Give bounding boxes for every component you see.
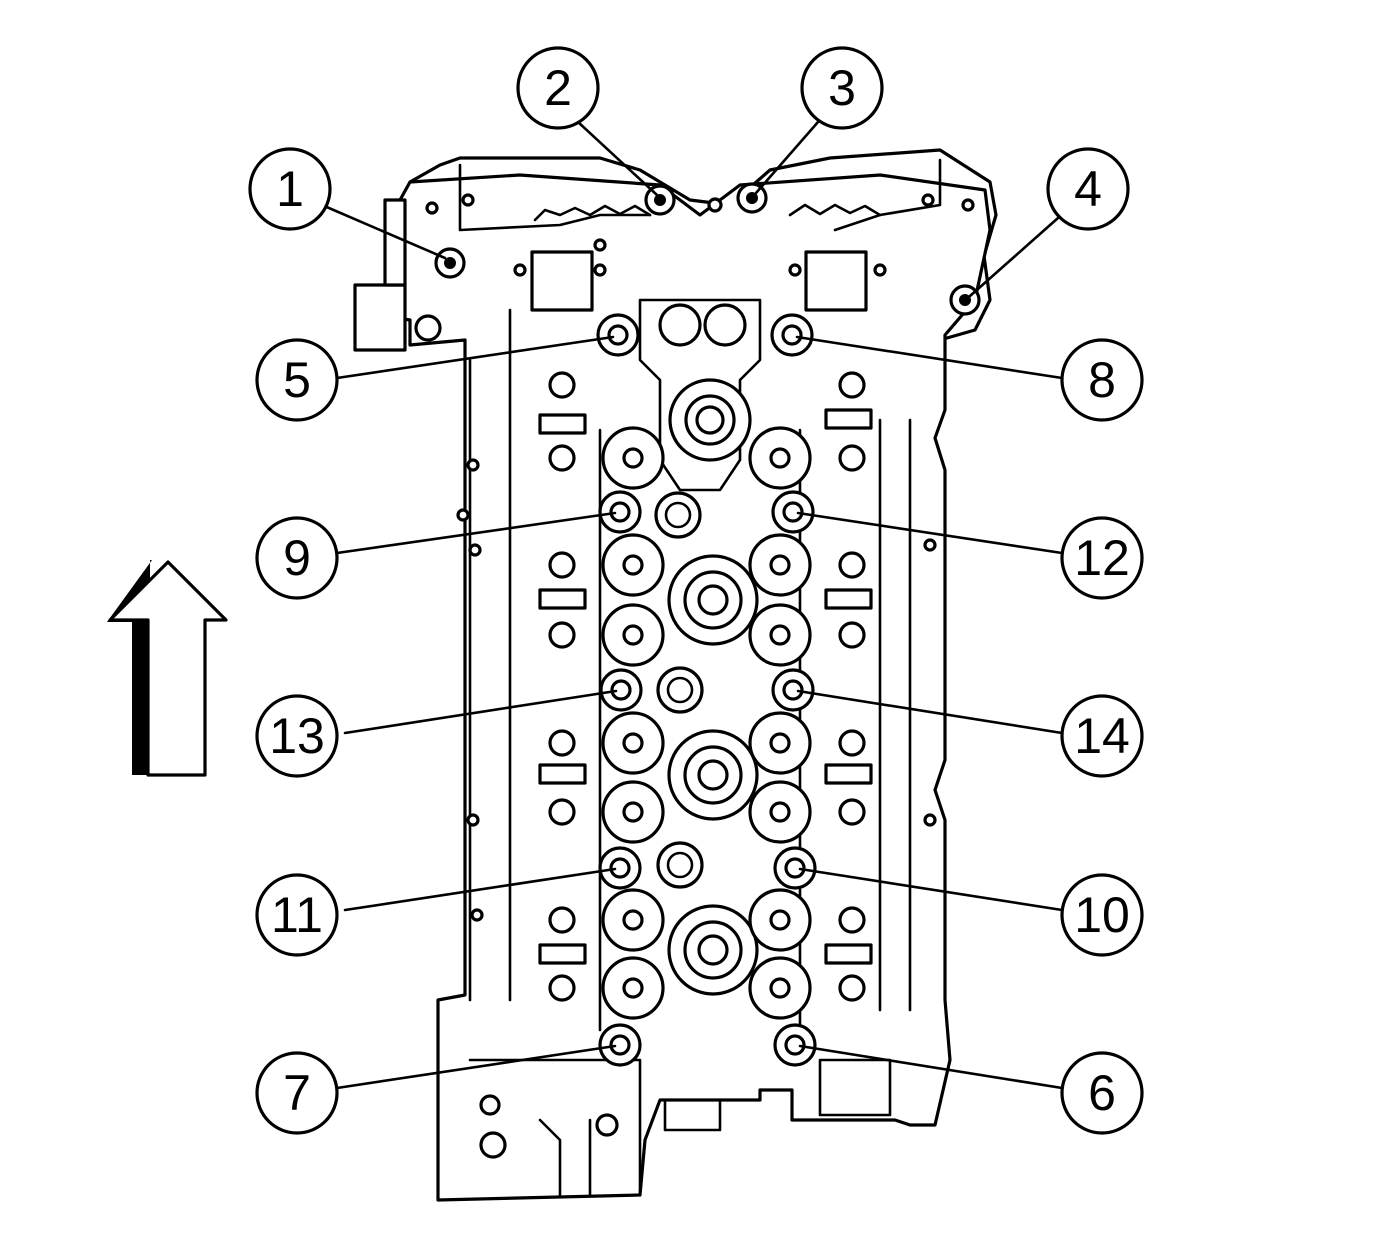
callout-12: 12 bbox=[1060, 516, 1144, 600]
callout-9: 9 bbox=[255, 516, 339, 600]
head-bolts bbox=[434, 182, 981, 1067]
callout-label: 11 bbox=[271, 887, 323, 943]
callout-label: 3 bbox=[828, 60, 856, 116]
callout-1: 1 bbox=[248, 147, 332, 231]
callout-label: 1 bbox=[276, 161, 304, 217]
callout-label: 8 bbox=[1088, 352, 1116, 408]
callout-2: 2 bbox=[516, 46, 600, 130]
callout-3: 3 bbox=[800, 46, 884, 130]
callout-6: 6 bbox=[1060, 1051, 1144, 1135]
callout-4: 4 bbox=[1046, 147, 1130, 231]
callout-11: 11 bbox=[255, 873, 339, 957]
callout-label: 5 bbox=[283, 352, 311, 408]
perimeter-holes bbox=[414, 193, 975, 1159]
callout-label: 6 bbox=[1088, 1065, 1116, 1121]
valve-bosses bbox=[601, 426, 812, 1020]
leader-lines bbox=[320, 120, 1064, 1090]
cylinder-head-drawing bbox=[353, 148, 998, 1202]
callout-7: 7 bbox=[255, 1051, 339, 1135]
callout-label: 14 bbox=[1074, 708, 1130, 764]
callout-8: 8 bbox=[1060, 338, 1144, 422]
callout-label: 10 bbox=[1074, 887, 1130, 943]
callout-label: 12 bbox=[1074, 530, 1130, 586]
callout-13: 13 bbox=[255, 694, 339, 778]
side-details bbox=[538, 371, 873, 1002]
callout-14: 14 bbox=[1060, 694, 1144, 778]
callout-5: 5 bbox=[255, 338, 339, 422]
callout-label: 13 bbox=[269, 708, 325, 764]
callout-label: 2 bbox=[544, 60, 572, 116]
callout-label: 9 bbox=[283, 530, 311, 586]
up-arrow-icon bbox=[107, 560, 228, 777]
callout-label: 4 bbox=[1074, 161, 1102, 217]
callout-10: 10 bbox=[1060, 873, 1144, 957]
callout-label: 7 bbox=[283, 1065, 311, 1121]
